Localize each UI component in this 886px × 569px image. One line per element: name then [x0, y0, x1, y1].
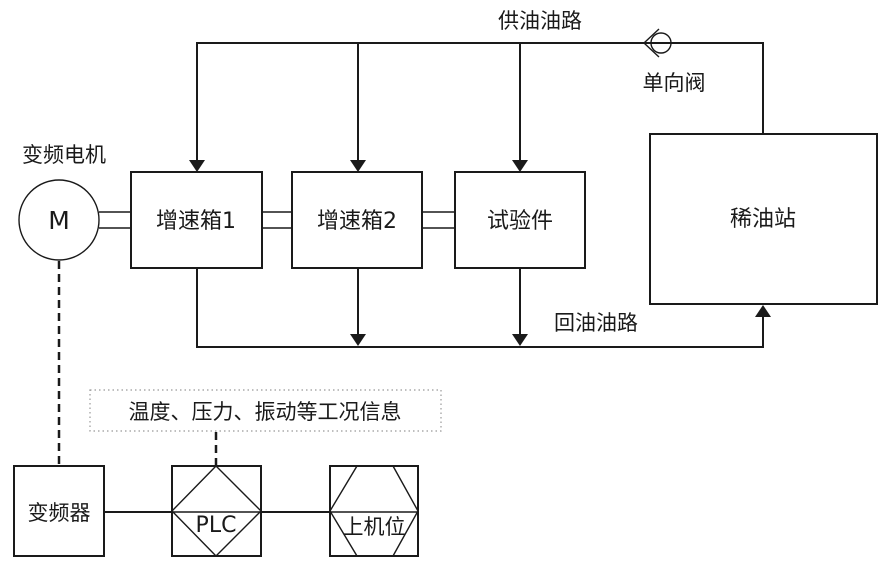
- inverter-label: 变频器: [28, 501, 91, 525]
- arrow-into-test-piece: [512, 160, 528, 172]
- motor-title: 变频电机: [22, 143, 106, 167]
- test-piece-block: 试验件: [454, 171, 586, 269]
- shaft-gearbox1-gearbox2: [262, 211, 292, 229]
- test-piece-label: 试验件: [487, 209, 553, 234]
- gearbox2-block: 增速箱2: [291, 171, 423, 269]
- oil-station-block: 稀油站: [649, 133, 878, 305]
- supply-oil-line: [189, 42, 764, 172]
- gearbox1-label: 增速箱1: [156, 209, 236, 234]
- host-hexagon-icon: [329, 465, 419, 557]
- return-oil-line: [196, 268, 771, 348]
- plc-diamond-icon: [171, 465, 262, 557]
- arrow-return-gearbox2: [350, 334, 366, 346]
- plc-label: PLC: [196, 513, 237, 538]
- host-computer-label: 上机位: [343, 515, 406, 539]
- arrow-return-test-piece: [512, 334, 528, 346]
- inverter-block: 变频器: [13, 465, 105, 557]
- condition-info-box: 温度、压力、振动等工况信息: [89, 389, 442, 432]
- shaft-gearbox2-test-piece: [422, 211, 455, 229]
- supply-line-label: 供油油路: [498, 9, 582, 33]
- arrow-into-oil-station: [755, 305, 771, 317]
- check-valve-label: 单向阀: [643, 71, 706, 95]
- arrow-into-gearbox2: [350, 160, 366, 172]
- condition-info-label: 温度、压力、振动等工况信息: [129, 400, 402, 424]
- host-computer-block: 上机位: [329, 465, 419, 557]
- gearbox2-label: 增速箱2: [317, 209, 397, 234]
- motor: M: [18, 179, 100, 261]
- motor-symbol: M: [48, 206, 70, 235]
- arrow-into-gearbox1: [189, 160, 205, 172]
- shaft-motor-gearbox1: [99, 211, 131, 229]
- return-line-label: 回油油路: [554, 311, 638, 335]
- oil-station-label: 稀油站: [730, 207, 796, 232]
- check-valve-icon: [640, 28, 678, 58]
- gearbox1-block: 增速箱1: [130, 171, 263, 269]
- plc-block: PLC: [171, 465, 262, 557]
